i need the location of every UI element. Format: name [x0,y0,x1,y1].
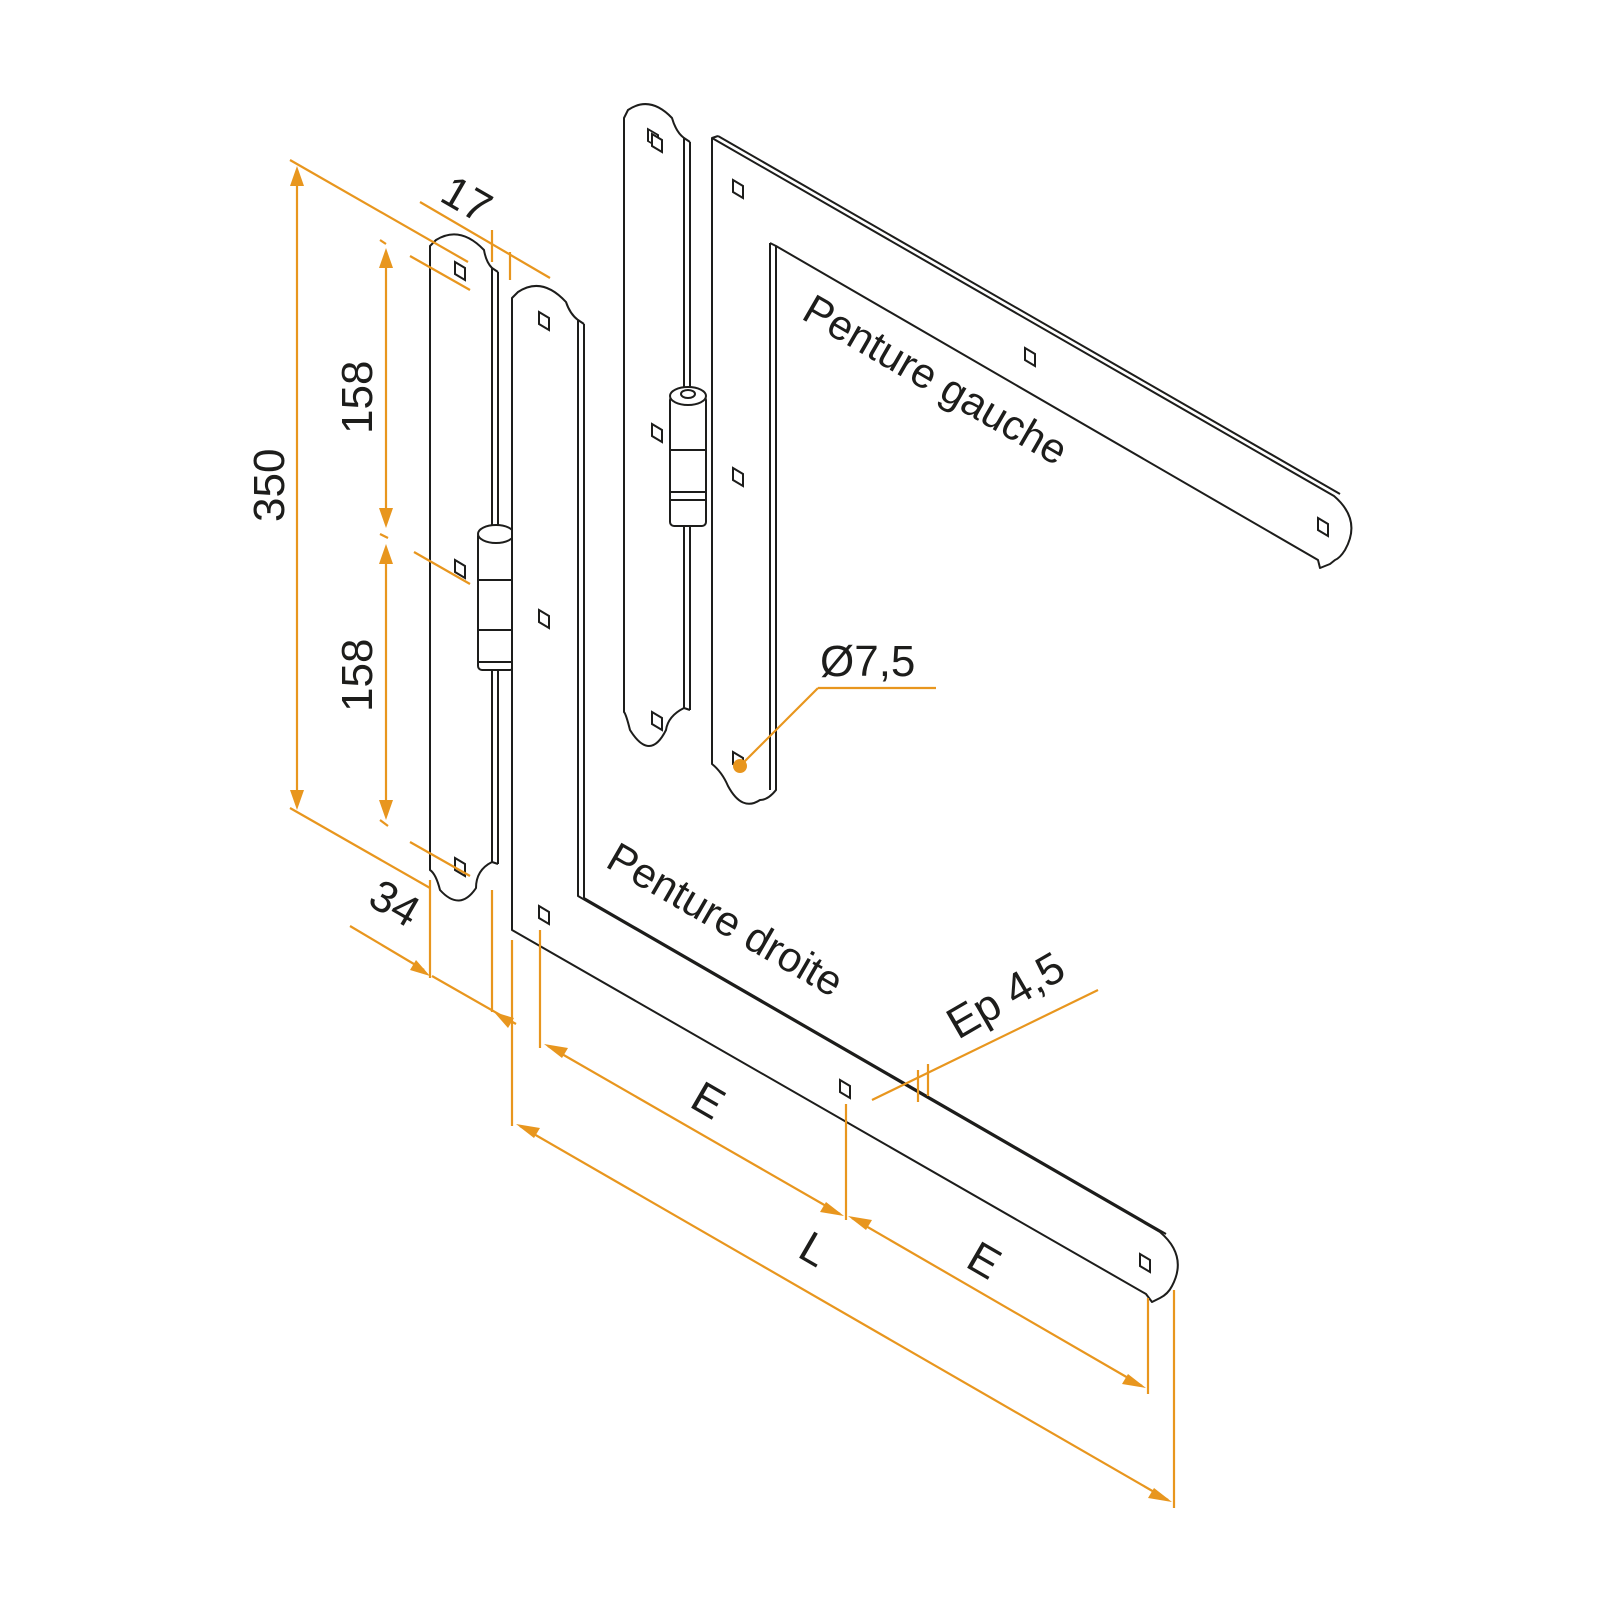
dimension-lines [289,159,1176,1508]
dim-e2: E [959,1232,1009,1289]
dim-158-lower: 158 [333,639,382,712]
dim-17: 17 [433,166,500,233]
gauche-strap [711,137,1353,805]
gauche-pin-icon [669,386,707,527]
droite-pin-icon [477,524,515,671]
dimension-labels: 350 158 158 17 34 Ø7,5 Ep 4,5 E E L [245,166,1073,1289]
dim-l: L [791,1222,837,1277]
dim-thickness: Ep 4,5 [939,943,1074,1049]
droite-holes [454,260,1151,1274]
dim-e1: E [683,1072,733,1129]
dim-hole-diameter: Ø7,5 [820,637,915,686]
droite-strap [511,284,1179,1303]
dim-350: 350 [245,449,294,522]
penture-gauche-assembly: Penture gauche [623,103,1353,805]
dim-158-upper: 158 [333,361,382,434]
